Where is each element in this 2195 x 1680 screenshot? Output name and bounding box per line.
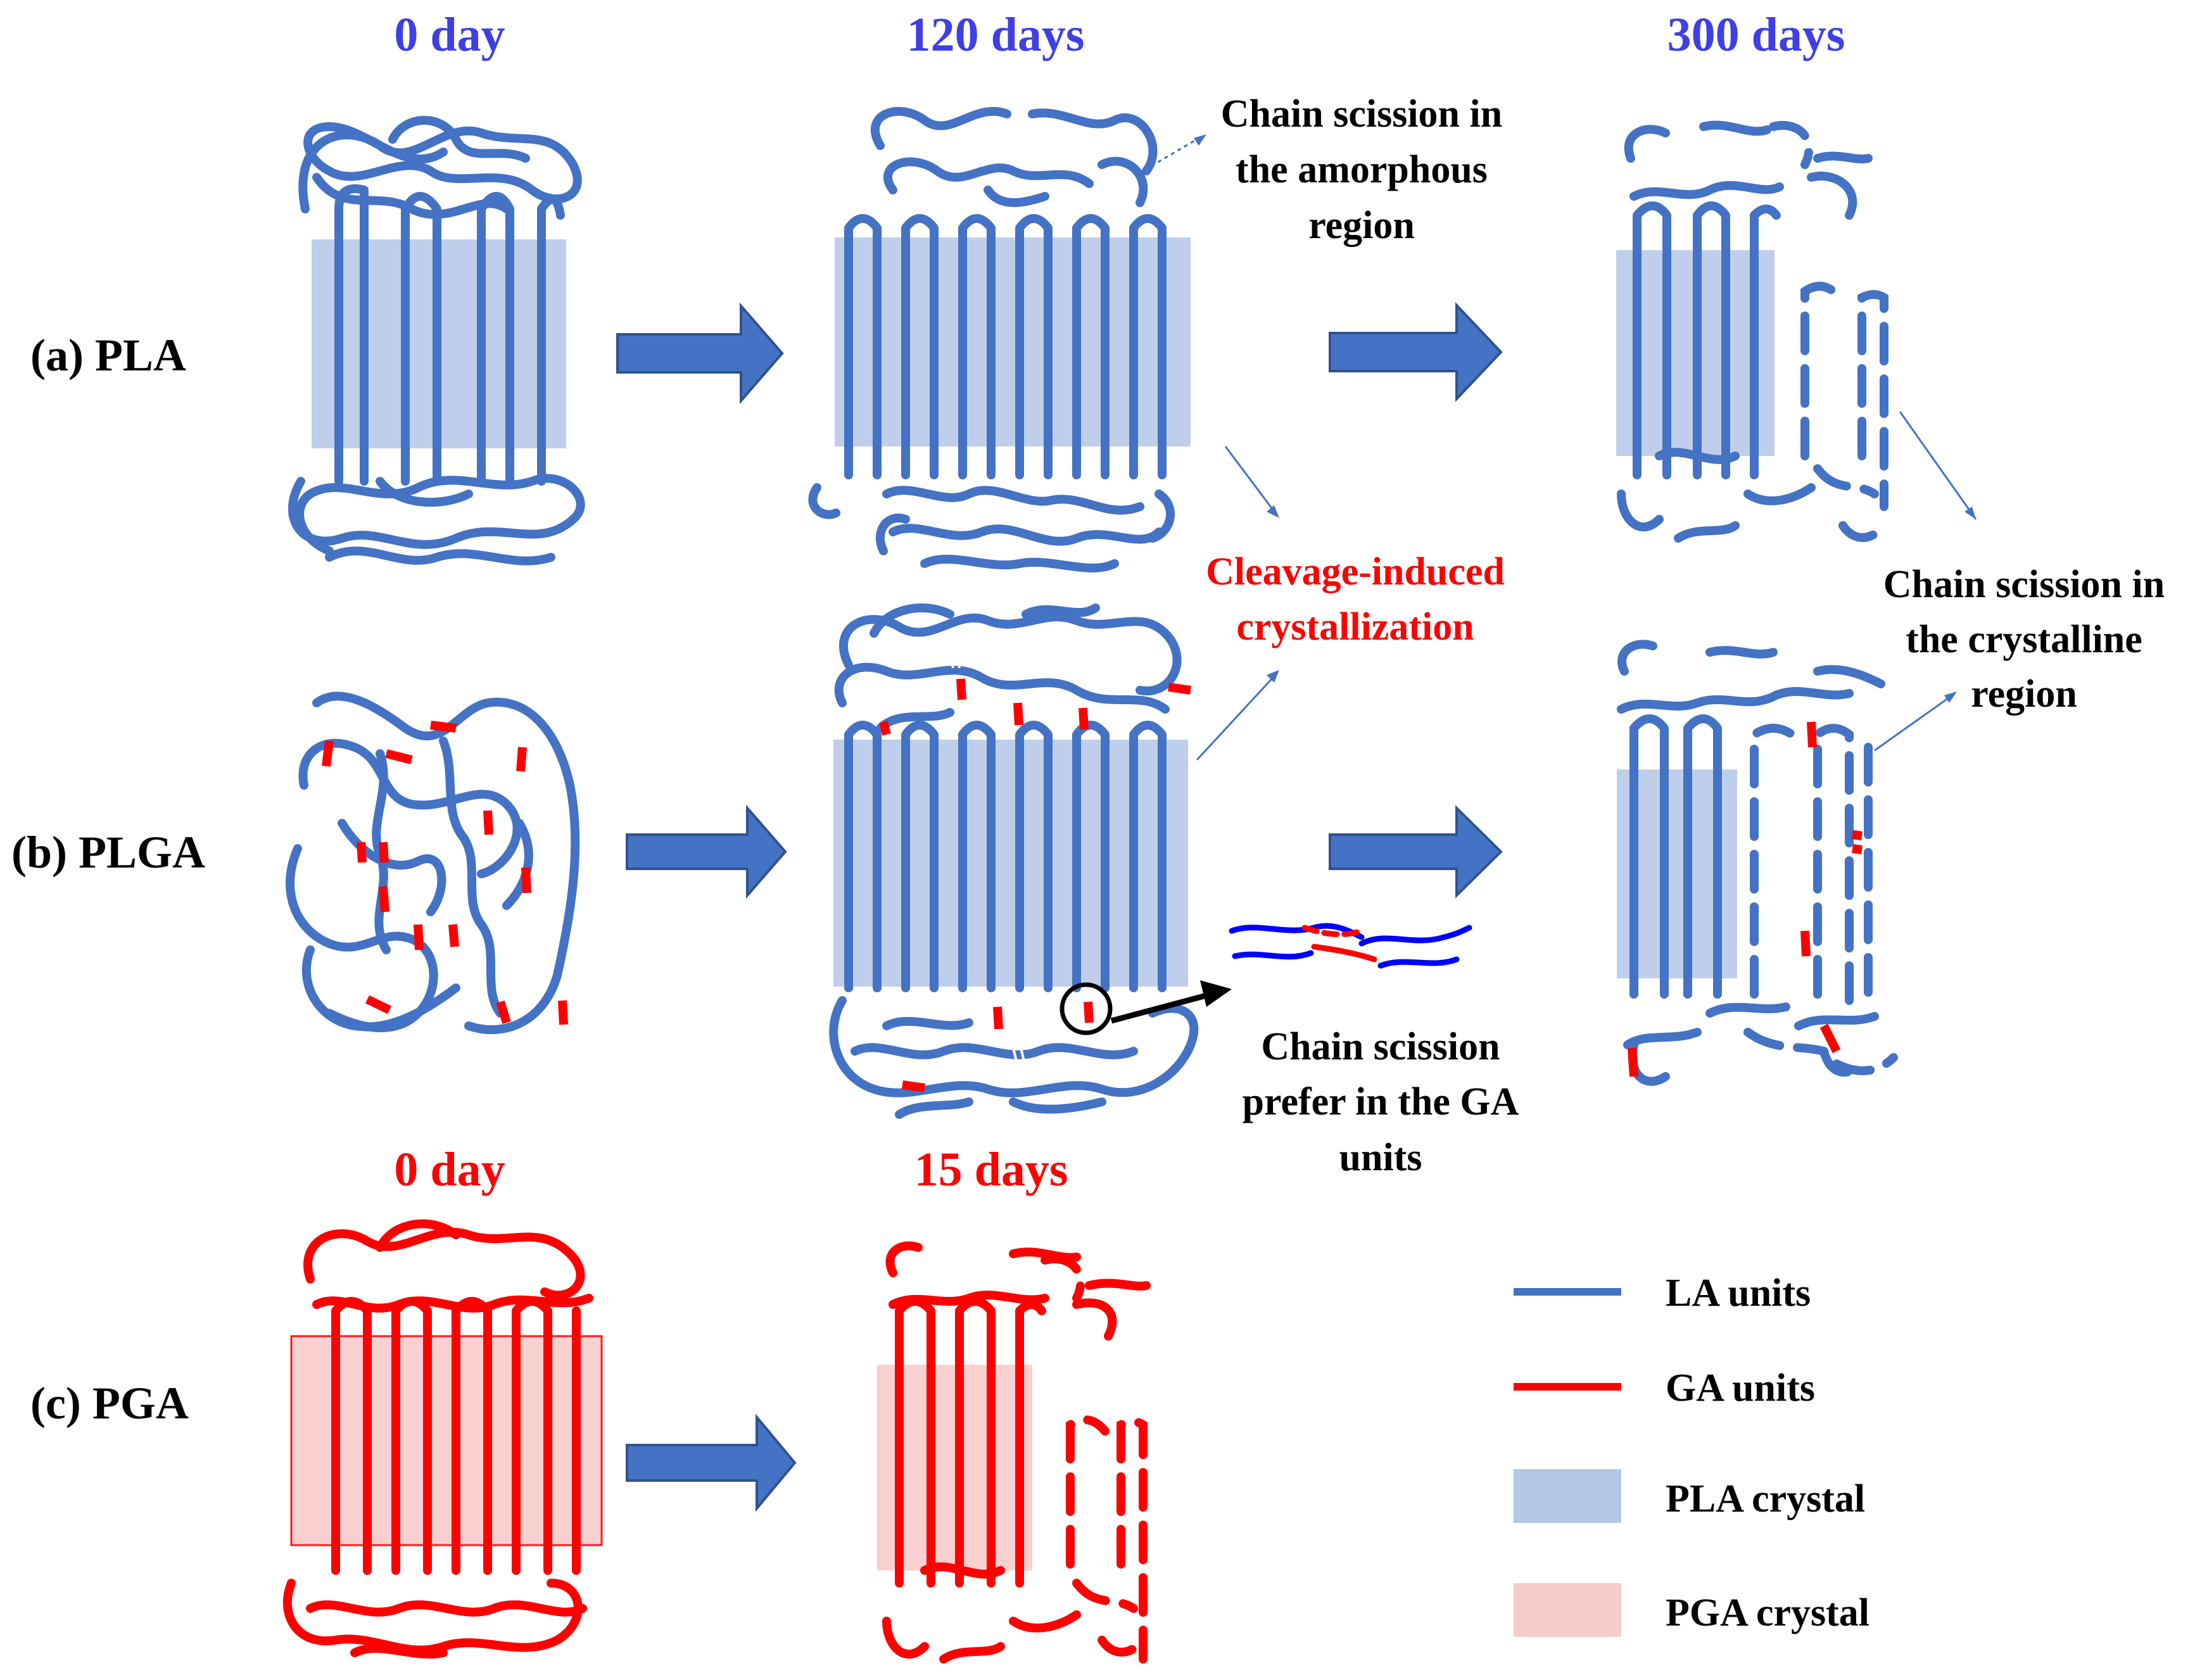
legend-pga-crystal-label: PGA crystal [1666,1591,1869,1634]
legend-pla-crystal-label: PLA crystal [1666,1477,1865,1520]
ga-chain-broken-folds [1041,1254,1148,1664]
pla-0-day-structure [288,116,585,565]
annotation-line: crystallization [1236,605,1474,648]
la-chain-broken-folds [1743,724,1898,1077]
cleavage-pointer-top-head [1267,505,1279,518]
annotation-amorphous-scission: Chain scission in the amorphous region [1221,92,1503,247]
annotation-cleavage-crystallization: Cleavage-induced crystallization [1206,550,1505,648]
crystalline-scission-pointer-2 [1874,695,1951,752]
annotation-line: the crystalline [1906,618,2142,661]
legend: LA units GA units PLA crystal PGA crysta… [1514,1272,1869,1637]
row-label-plga: (b) PLGA [11,827,205,878]
pga-15-days-structure [877,1241,1151,1664]
amorphous-scission-pointer-head [1194,134,1206,146]
annotation-line: the amorphous [1236,148,1488,191]
pga-0-day-structure [282,1219,603,1659]
legend-pga-crystal-swatch [1514,1583,1621,1637]
time-label-pga-0-day: 0 day [394,1143,505,1196]
crystalline-scission-pointer-2-head [1944,692,1957,703]
la-chain-broken-folds [1769,121,1888,542]
cleavage-fragment-marks [949,652,1026,1064]
crystalline-scission-pointer-head [1964,507,1976,519]
plga-degraded-fragment [1229,923,1472,969]
annotation-line: Chain scission [1261,1025,1500,1068]
process-arrow-pga-1 [626,1413,797,1512]
annotation-line: Chain scission in [1883,563,2165,606]
cleavage-pointer-bottom [1196,676,1274,761]
ga-unit-marks [1628,721,1863,1077]
legend-pla-crystal-swatch [1514,1469,1621,1523]
process-arrow-plga-2 [1329,805,1503,899]
pla-120-days-structure [808,106,1191,572]
crystalline-scission-pointer [1899,411,1977,520]
ga-chain-folds [282,1219,593,1659]
annotation-line: units [1339,1136,1422,1179]
process-arrow-plga-1 [626,804,787,899]
cleavage-pointer-top [1224,446,1274,510]
time-label-pla-300-days: 300 days [1667,8,1845,61]
la-chain-folds [288,116,585,565]
annotation-line: region [1971,673,2077,716]
annotation-line: Cleavage-induced [1206,550,1505,593]
amorphous-scission-pointer [1151,138,1198,167]
time-label-pla-0-day: 0 day [394,8,505,61]
annotation-ga-scission: Chain scission prefer in the GA units [1243,1025,1519,1179]
annotation-crystalline-scission: Chain scission in the crystalline region [1883,563,2165,716]
process-arrow-pla-2 [1329,301,1503,403]
la-chain-folds [1617,640,1885,1086]
la-chain-folds [1617,120,1873,543]
ga-scission-pointer [1110,992,1208,1024]
legend-ga-label: GA units [1666,1367,1815,1410]
plga-120-days-structure [829,134,1279,1119]
plga-300-days-structure [1617,640,1957,1086]
row-label-pga: (c) PGA [30,1378,189,1429]
la-chain-folds [829,603,1199,1119]
ga-scission-pointer-head [1200,980,1232,1007]
time-label-pla-120-days: 120 days [907,8,1085,61]
row-label-pla: (a) PLA [30,330,186,381]
annotation-line: Chain scission in [1221,92,1503,136]
pla-crystal-region [833,740,1188,987]
annotation-line: region [1308,204,1415,247]
process-arrow-pla-1 [616,302,784,405]
plga-0-day-structure [286,692,580,1035]
la-chain-folds [808,106,1175,572]
ga-unit-marks [322,721,568,1025]
ga-chain-folds [882,1241,1151,1664]
ga-scission-highlight-circle [1060,982,1113,1035]
legend-la-label: LA units [1666,1272,1811,1315]
annotation-line: prefer in the GA [1243,1080,1519,1123]
ga-unit-marks [879,678,1191,1092]
time-label-pga-15-days: 15 days [914,1143,1068,1196]
pla-300-days-structure [1616,120,1977,543]
cleavage-pointer-bottom-head [1267,670,1279,683]
